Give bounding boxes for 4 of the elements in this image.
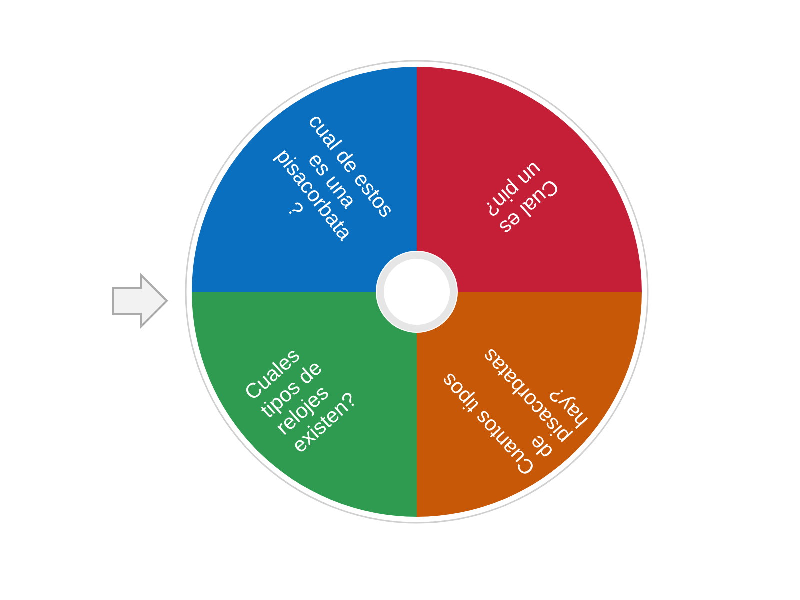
wheel-sector (192, 67, 417, 293)
wheel-sector (192, 292, 417, 517)
wheel-sector (417, 292, 642, 517)
wheel-sector (416, 67, 642, 292)
